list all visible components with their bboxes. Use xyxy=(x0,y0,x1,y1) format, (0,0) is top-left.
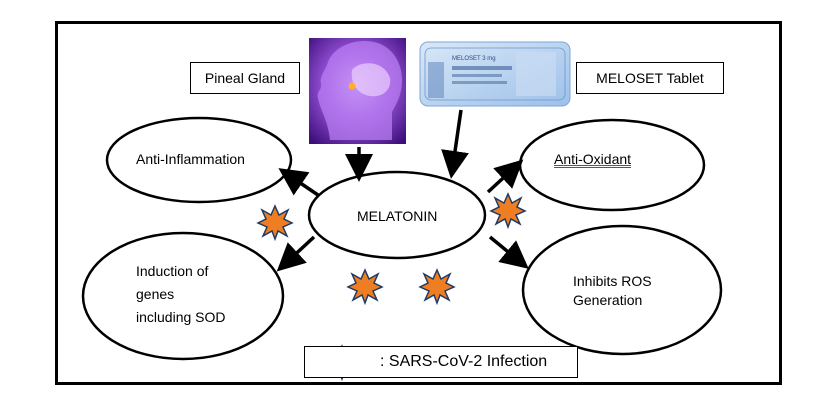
meloset-tablet-image: MELOSET 3 mg xyxy=(419,41,571,107)
anti-inflammation-node xyxy=(105,116,293,204)
pineal-gland-image xyxy=(309,38,406,144)
legend-text: : SARS-CoV-2 Infection xyxy=(380,353,548,370)
ros-inhibition-label-line1: Inhibits ROS xyxy=(573,273,652,289)
ros-inhibition-node xyxy=(521,224,723,356)
arrow-tablet-to-melatonin xyxy=(441,109,469,179)
arrow-to-anti-oxidant xyxy=(486,159,524,194)
gene-induction-label-line1: Induction of xyxy=(136,263,209,279)
virus-icon xyxy=(489,192,527,230)
anti-oxidant-label: Anti-Oxidant xyxy=(554,151,632,167)
gene-induction-label-line2: genes xyxy=(136,286,175,302)
virus-icon xyxy=(256,204,294,242)
tablet-pack-text: MELOSET 3 mg xyxy=(452,56,496,62)
virus-icon xyxy=(418,268,456,306)
arrow-to-ros-inhibition xyxy=(488,235,529,269)
legend-box xyxy=(304,346,578,378)
arrow-to-gene-induction xyxy=(276,235,316,272)
melatonin-label: MELATONIN xyxy=(357,208,438,224)
pineal-gland-label: Pineal Gland xyxy=(190,62,300,94)
arrow-to-anti-inflammation xyxy=(278,168,319,197)
meloset-tablet-label: MELOSET Tablet xyxy=(576,62,724,94)
gene-induction-label-line3: including SOD xyxy=(136,309,226,325)
ros-inhibition-label-line2: Generation xyxy=(573,292,643,308)
melatonin-node xyxy=(307,170,487,260)
virus-icon xyxy=(346,268,384,306)
anti-inflammation-label: Anti-Inflammation xyxy=(136,151,245,167)
gene-induction-node xyxy=(81,231,285,361)
